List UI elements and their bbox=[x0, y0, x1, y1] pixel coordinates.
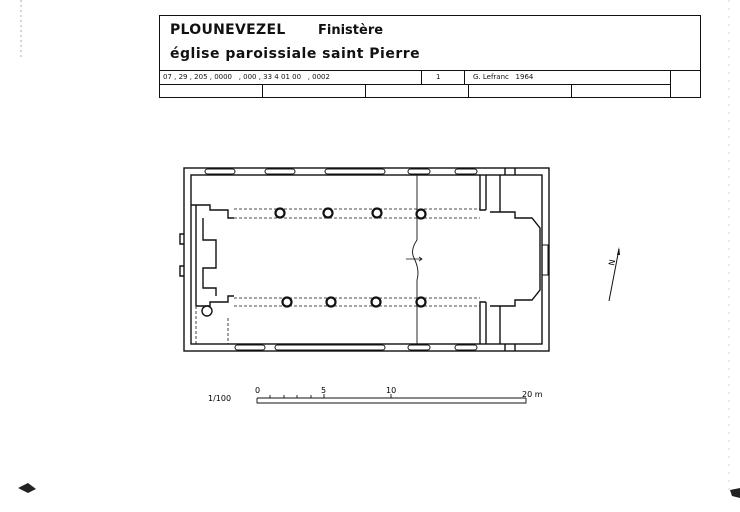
window-openings bbox=[204, 168, 549, 351]
pier bbox=[371, 207, 383, 219]
blank-row bbox=[160, 84, 671, 98]
pier bbox=[281, 296, 293, 308]
blank-cell bbox=[160, 85, 263, 98]
section-line bbox=[412, 175, 419, 344]
piers bbox=[201, 207, 427, 317]
pier bbox=[415, 208, 427, 220]
department-name: Finistère bbox=[318, 23, 384, 38]
scale-bar: 1/100 0 5 10 20 m bbox=[208, 386, 543, 404]
north-label: N bbox=[607, 259, 617, 267]
scale-tick-10: 10 bbox=[386, 386, 396, 395]
scale-ratio: 1/100 bbox=[208, 394, 231, 403]
pier bbox=[274, 207, 286, 219]
pier bbox=[370, 296, 382, 308]
arcade-lines bbox=[183, 208, 480, 345]
commune-name: PLOUNEVEZEL bbox=[170, 22, 286, 38]
code-row: 07 , 29 , 205 , 0000 , 000 , 33 4 01 00 … bbox=[160, 70, 671, 84]
building-name: église paroissiale saint Pierre bbox=[170, 46, 421, 62]
pier bbox=[415, 296, 427, 308]
scale-tick-5: 5 bbox=[321, 386, 326, 395]
corner-box bbox=[670, 70, 700, 98]
inventory-codes: 07 , 29 , 205 , 0000 , 000 , 33 4 01 00 … bbox=[160, 71, 422, 84]
blank-cell bbox=[469, 85, 572, 98]
stair-turret bbox=[201, 305, 213, 317]
blank-cell bbox=[366, 85, 469, 98]
north-arrow: N bbox=[607, 247, 620, 302]
sheet-number: 1 bbox=[422, 71, 465, 84]
title-block: PLOUNEVEZEL Finistère église paroissiale… bbox=[159, 15, 701, 98]
blank-cell bbox=[263, 85, 366, 98]
scale-tick-20: 20 m bbox=[522, 390, 543, 399]
punch-mark bbox=[18, 483, 740, 498]
arrow-icon bbox=[406, 256, 423, 262]
pier bbox=[322, 207, 334, 219]
walls bbox=[179, 167, 550, 352]
scale-tick-0: 0 bbox=[255, 386, 260, 395]
pier bbox=[325, 296, 337, 308]
